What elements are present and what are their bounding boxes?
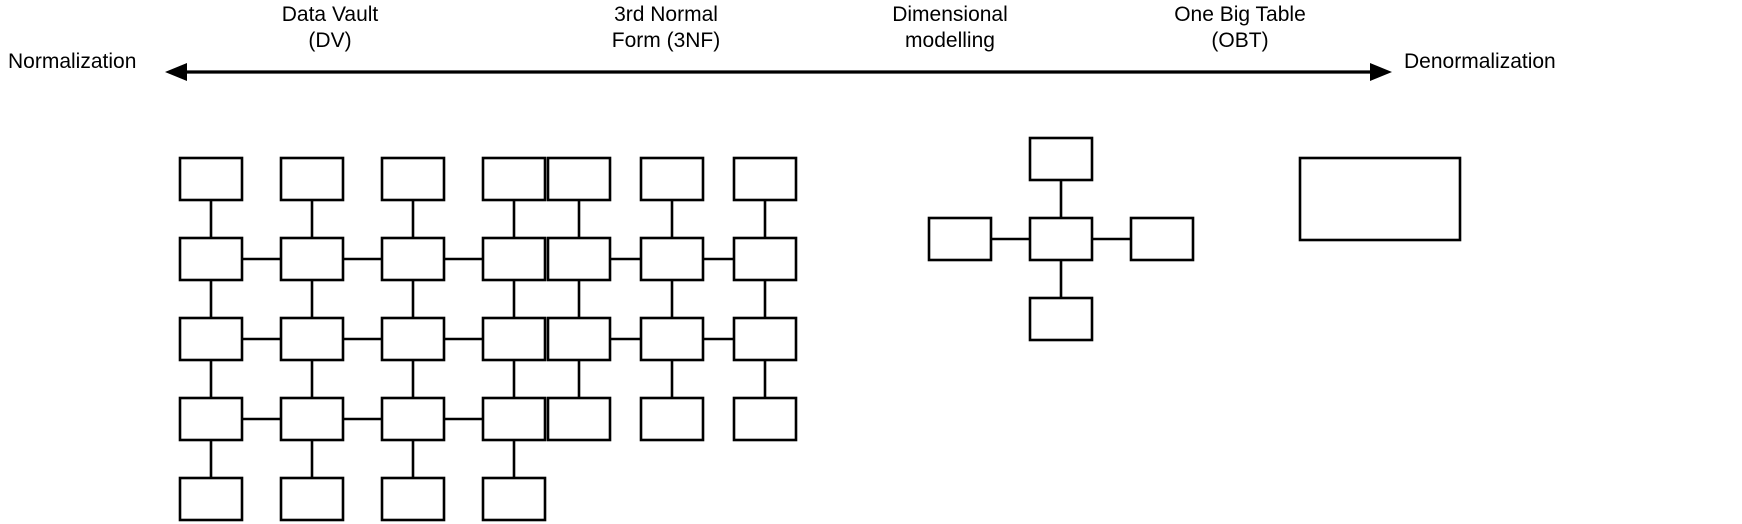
entity-box [279,316,345,362]
axis-label-denormalization: Denormalization [1404,50,1556,73]
entity-box [279,236,345,282]
fact-box [1028,216,1094,262]
entity-box [639,316,705,362]
entity-box [546,236,612,282]
entity-box [380,156,446,202]
entity-box [178,316,244,362]
section-title-one-big-table: One Big Table (OBT) [1174,3,1306,52]
entity-box [178,236,244,282]
entity-box [279,396,345,442]
entity-box [380,396,446,442]
entity-box [178,476,244,522]
entity-box [639,236,705,282]
entity-box [546,316,612,362]
section-title-data-vault: Data Vault (DV) [281,3,379,52]
entity-box [178,156,244,202]
entity-box [279,476,345,522]
entity-box [639,156,705,202]
one-big-table-box [1298,156,1462,242]
entity-box [380,316,446,362]
entity-box [380,476,446,522]
section-title-dimensional-modelling: Dimensional modelling [892,3,1008,52]
entity-box [546,156,612,202]
entity-box [481,236,547,282]
section-title-third-normal-form: 3rd Normal Form (3NF) [611,3,721,52]
entity-box [732,316,798,362]
dimension-box [927,216,993,262]
entity-box [732,396,798,442]
entity-box [732,156,798,202]
arrow-head-left-icon [165,63,187,81]
entity-box [732,236,798,282]
dimension-box [1028,296,1094,342]
entity-box [178,396,244,442]
entity-box [639,396,705,442]
entity-box [481,396,547,442]
arrow-head-right-icon [1370,63,1392,81]
entity-box [481,156,547,202]
entity-box [380,236,446,282]
dimension-box [1028,136,1094,182]
axis-label-normalization: Normalization [8,50,137,73]
entity-box [546,396,612,442]
entity-box [481,316,547,362]
dimension-box [1129,216,1195,262]
entity-box [481,476,547,522]
entity-box [279,156,345,202]
